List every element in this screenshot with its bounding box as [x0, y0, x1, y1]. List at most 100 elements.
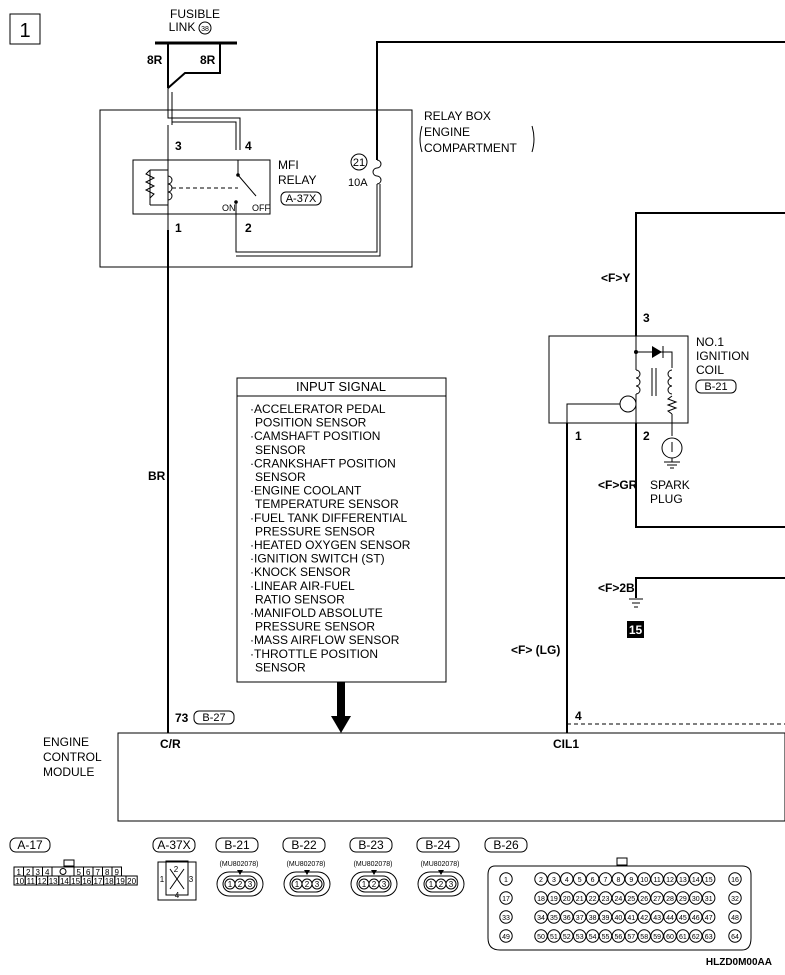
relay-contact-arm — [237, 174, 257, 197]
b26-pin-label: 16 — [731, 877, 739, 884]
b26-pin-label: 15 — [705, 877, 713, 884]
wire-color-right-8r: 8R — [200, 53, 216, 67]
b26-pin-label: 57 — [627, 934, 635, 941]
b26-pin — [499, 891, 513, 905]
relay-on-label: ON — [222, 203, 236, 213]
connector-pin-label: 1 — [429, 880, 434, 889]
input-signal-item: SENSOR — [255, 443, 306, 457]
b27-connector: B-27 — [202, 712, 225, 724]
b26-pin-label: 37 — [576, 915, 584, 922]
ecm-pin-4: 4 — [575, 709, 582, 723]
a17-pin: 10 — [15, 877, 24, 886]
input-signal-item: ·THROTTLE POSITION — [250, 647, 378, 661]
a37x-pin-2: 2 — [174, 865, 179, 874]
relay-pin-1: 1 — [175, 221, 182, 235]
input-signal-item: ·KNOCK SENSOR — [250, 565, 351, 579]
b26-pin — [650, 929, 664, 943]
gr-wire — [635, 423, 785, 528]
b26-pin-label: 2 — [539, 877, 543, 884]
ground-number: 15 — [629, 623, 643, 637]
ecm-label-1: ENGINE — [43, 735, 89, 749]
main-power-wire — [376, 41, 785, 160]
diode-wire — [636, 351, 673, 368]
a37x-pin-3: 3 — [189, 875, 194, 884]
connector-pin — [378, 878, 390, 890]
wire-color-y: <F>Y — [601, 271, 630, 285]
fusible-link-label-2: LINK — [169, 20, 196, 34]
b26-pin — [499, 872, 513, 886]
b26-pin-label: 53 — [576, 934, 584, 941]
relay-box-title: RELAY BOX — [424, 109, 491, 123]
coil-pin-2: 2 — [643, 429, 650, 443]
a17-pin: 15 — [71, 877, 80, 886]
b26-pin-label: 23 — [602, 896, 610, 903]
b26-pin — [585, 872, 600, 886]
input-signal-item: TEMPERATURE SENSOR — [255, 497, 399, 511]
b26-pin-label: 29 — [679, 896, 687, 903]
fuse-rating: 10A — [348, 177, 368, 189]
b26-pin-label: 41 — [627, 915, 635, 922]
b26-pin — [624, 910, 638, 924]
b26-pin-label: 11 — [653, 877, 660, 884]
b26-pin-label: 63 — [705, 934, 713, 941]
connector-b24-label: B-24 — [425, 838, 451, 852]
connector-a37x-label: A-37X — [157, 838, 190, 852]
b26-pin-label: 28 — [666, 896, 674, 903]
connector-pin — [445, 878, 457, 890]
b26-pin-label: 32 — [731, 896, 739, 903]
connector-pin-label: 3 — [382, 880, 387, 889]
b26-pin — [598, 929, 613, 943]
connector-a37x: A-37X 2 1 3 4 — [152, 837, 197, 901]
relay-contact-dot — [236, 173, 240, 177]
b26-pin-label: 21 — [576, 896, 584, 903]
b26-pin — [689, 891, 703, 905]
input-signal-item: POSITION SENSOR — [255, 416, 367, 430]
b26-pin — [702, 872, 716, 886]
input-signal-item: SENSOR — [255, 660, 306, 674]
coil-pin-3: 3 — [643, 311, 650, 325]
a17-pin: 18 — [105, 877, 114, 886]
b26-pin — [689, 929, 703, 943]
relay-box-sub2: COMPARTMENT — [424, 141, 518, 155]
coil-label-3: COIL — [696, 363, 724, 377]
fuse-number: 21 — [353, 157, 365, 169]
b26-pin — [585, 929, 600, 943]
paren-right — [531, 125, 535, 153]
ecm-label-3: MODULE — [43, 765, 94, 779]
b26-pin-label: 1 — [504, 877, 508, 884]
b26-pin-label: 60 — [666, 934, 674, 941]
a17-pin: 16 — [82, 877, 91, 886]
b26-pin-label: 55 — [602, 934, 610, 941]
connector-pin — [244, 878, 256, 890]
input-arrow-head — [331, 716, 351, 733]
a17-pin: 1 — [17, 868, 22, 877]
b26-pin — [624, 929, 638, 943]
b26-pin-label: 47 — [705, 915, 713, 922]
a17-pin: 19 — [116, 877, 125, 886]
b26-pin-label: 40 — [615, 915, 623, 922]
primary-coil — [635, 369, 641, 395]
b26-pin-label: 62 — [692, 934, 700, 941]
b26-pin-label: 12 — [666, 877, 674, 884]
input-signal-item: PRESSURE SENSOR — [255, 524, 375, 538]
secondary-resistor — [666, 395, 678, 415]
b26-pin — [598, 891, 613, 905]
b26-pin-label: 50 — [537, 934, 545, 941]
b26-pin-label: 27 — [653, 896, 661, 903]
wire-color-gr: <F>GR — [598, 478, 638, 492]
b26-pin — [499, 929, 513, 943]
b26-pin — [560, 929, 574, 943]
relay-pin-2: 2 — [245, 221, 252, 235]
b26-pin — [702, 910, 716, 924]
connector-pin-label: 1 — [228, 880, 233, 889]
b26-pin — [585, 910, 600, 924]
b26-pin-label: 48 — [731, 915, 739, 922]
b26-pin — [624, 891, 638, 905]
b26-pin-label: 52 — [563, 934, 571, 941]
b26-pin-label: 36 — [563, 915, 571, 922]
a17-pin: 7 — [96, 868, 101, 877]
